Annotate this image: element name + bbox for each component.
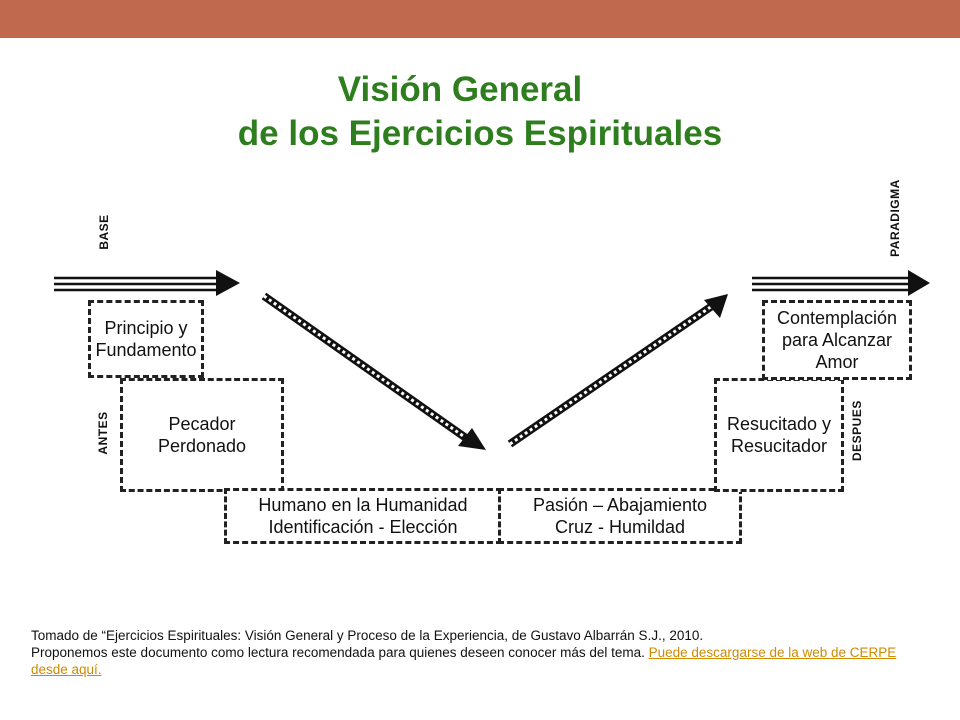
source-note: Tomado de “Ejercicios Espirituales: Visi… [31, 627, 931, 678]
box-pecador-perdonado: Pecador Perdonado [120, 378, 284, 492]
box-text: Resucitado y [726, 414, 832, 434]
box-text: Fundamento [95, 340, 197, 360]
label-paradigma: PARADIGMA [888, 179, 902, 257]
download-link[interactable]: Puede descargarse de la web de CERPE des… [31, 645, 897, 677]
label-antes: ANTES [96, 411, 110, 455]
box-text: Humano en la Humanidad [258, 495, 468, 515]
box-pasion-abajamiento: Pasión – Abajamiento Cruz - Humildad [498, 488, 742, 544]
box-text: Principio y [104, 318, 188, 338]
box-text: Cruz - Humildad [554, 517, 686, 537]
box-principio-fundamento: Principio y Fundamento [88, 300, 204, 378]
paradigma-arrow [752, 270, 930, 296]
box-text: para Alcanzar [781, 330, 893, 350]
descending-arrow [261, 292, 486, 450]
title-line-1: Visión General [337, 70, 583, 109]
box-text: Identificación - Elección [268, 517, 458, 537]
title-line-2: de los Ejercicios Espirituales [237, 114, 723, 153]
top-accent-bar [0, 0, 960, 38]
box-text: Pasión – Abajamiento [532, 495, 708, 515]
label-base: BASE [97, 214, 111, 250]
page-title: Visión General de los Ejercicios Espirit… [0, 68, 960, 156]
box-contemplacion-amor: Contemplación para Alcanzar Amor [762, 300, 912, 380]
box-text: Pecador [168, 414, 236, 434]
box-text: Perdonado [157, 436, 247, 456]
box-resucitado-resucitador: Resucitado y Resucitador [714, 378, 844, 492]
box-humano-humanidad: Humano en la Humanidad Identificación - … [224, 488, 502, 544]
base-arrow [54, 270, 240, 296]
ascending-arrow [507, 294, 728, 448]
box-text: Resucitador [730, 436, 828, 456]
box-text: Amor [815, 352, 859, 372]
label-despues: DESPUES [850, 400, 864, 461]
source-citation: Tomado de “Ejercicios Espirituales: Visi… [31, 628, 704, 643]
reading-recommendation: Proponemos este documento como lectura r… [31, 645, 649, 660]
box-text: Contemplación [776, 308, 898, 328]
